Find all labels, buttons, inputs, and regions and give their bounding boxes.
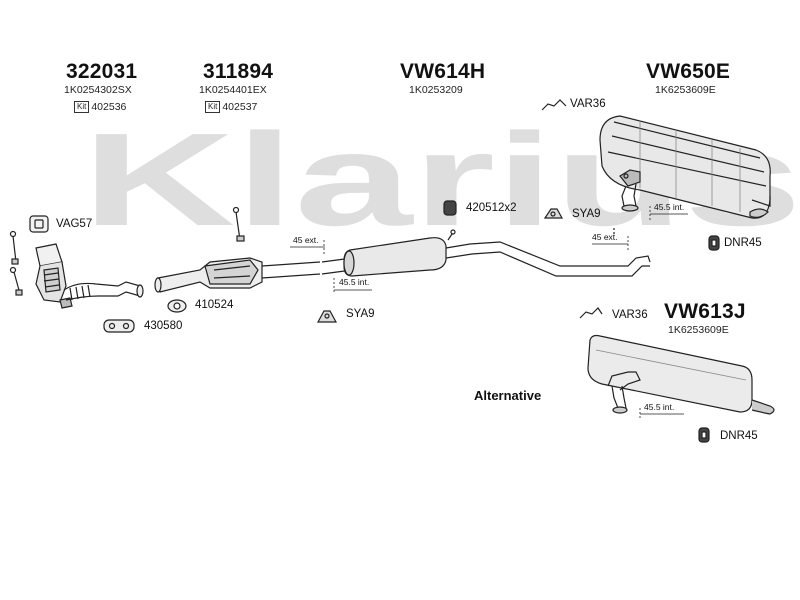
sya9-top-icon: [543, 208, 564, 219]
label-410524[interactable]: 410524: [195, 299, 234, 311]
fitting-icons: [29, 200, 720, 443]
part-number-VW613J[interactable]: VW613J: [664, 300, 746, 323]
flex-pipe-322031[interactable]: [63, 281, 144, 301]
oe-number-VW613J: 1K6253609E: [668, 324, 729, 336]
rear-silencer-VW613J[interactable]: [579, 307, 775, 415]
label-dnr45-bottom[interactable]: DNR45: [720, 430, 758, 442]
oe-number-VW650E: 1K6253609E: [655, 84, 716, 96]
kit-badge: Kit: [205, 101, 221, 113]
label-sya9-top[interactable]: SYA9: [572, 208, 601, 220]
gasket-430580-icon: [103, 319, 135, 333]
label-var36-bottom[interactable]: VAR36: [612, 309, 648, 321]
dim-45-5-int-right: 45.5 int.: [654, 202, 685, 212]
kit-number: 402536: [91, 101, 127, 113]
oe-number-322031: 1K0254302SX: [64, 84, 132, 96]
label-vag57[interactable]: VAG57: [56, 218, 93, 230]
kit-402537: Kit 402537: [205, 101, 257, 113]
part-number-VW614H[interactable]: VW614H: [400, 60, 486, 83]
middle-silencer-VW614H[interactable]: [321, 229, 651, 277]
dim-45-5-int-left: 45.5 int.: [339, 277, 370, 287]
clamp-420512-icon: [443, 200, 457, 216]
part-number-322031[interactable]: 322031: [66, 60, 138, 83]
kit-number: 402537: [222, 101, 258, 113]
oe-number-VW614H: 1K0253209: [409, 84, 463, 96]
part-number-VW650E[interactable]: VW650E: [646, 60, 731, 83]
label-dnr45-top[interactable]: DNR45: [724, 237, 762, 249]
alternative-label: Alternative: [474, 388, 542, 403]
label-sya9-mid[interactable]: SYA9: [346, 308, 375, 320]
dim-45-5-int-alt: 45.5 int.: [644, 402, 675, 412]
sya9-mid-icon: [316, 310, 338, 323]
label-var36-top[interactable]: VAR36: [570, 98, 606, 110]
part-number-311894[interactable]: 311894: [203, 60, 274, 83]
oe-number-311894: 1K0254401EX: [199, 84, 267, 96]
dimension-lines: [290, 206, 688, 420]
manifold-catalyst[interactable]: [9, 230, 73, 309]
dim-45-ext-left: 45 ext.: [293, 235, 319, 245]
catalytic-converter-311894[interactable]: [154, 206, 321, 293]
gasket-vag57-icon: [29, 215, 49, 233]
dim-45-ext-right: 45 ext.: [592, 232, 618, 242]
kit-badge: Kit: [74, 101, 90, 113]
rear-silencer-VW650E[interactable]: [541, 99, 771, 236]
kit-402536: Kit 402536: [74, 101, 126, 113]
label-430580[interactable]: 430580: [144, 320, 183, 332]
label-420512[interactable]: 420512x2: [466, 202, 517, 214]
